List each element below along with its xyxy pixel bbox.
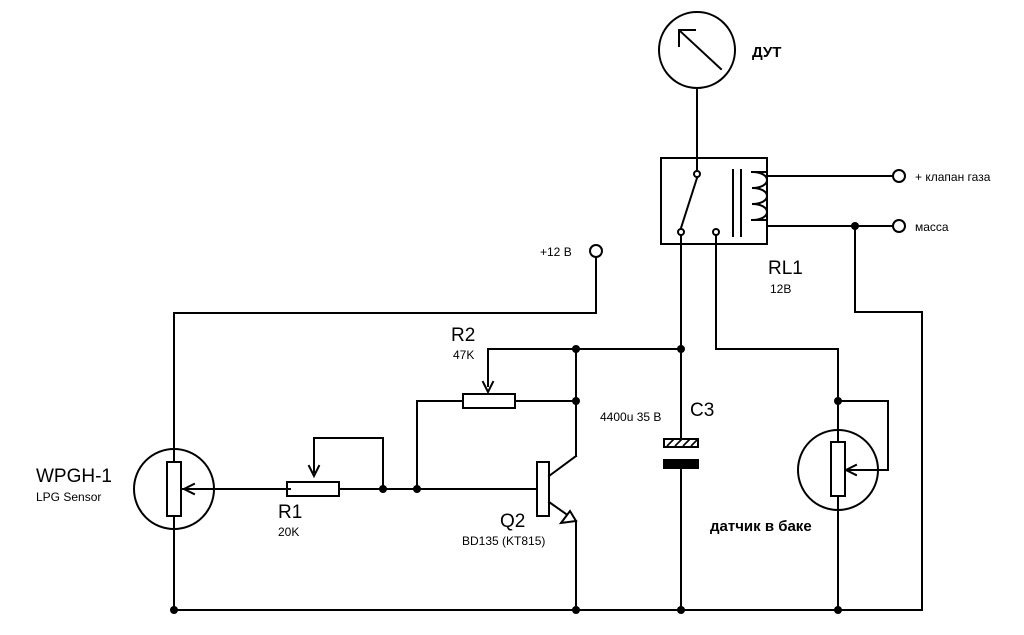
relay-rl1 — [660, 157, 768, 245]
c3-value: 4400u 35 В — [600, 410, 661, 424]
r2-ref: R2 — [451, 325, 475, 346]
junction-cap-top — [677, 345, 685, 353]
relay-ref: RL1 — [768, 258, 803, 279]
r1-value: 20K — [278, 525, 299, 539]
tank-sensor-label: датчик в баке — [710, 518, 812, 535]
transistor-q2 — [536, 348, 578, 611]
junction-gnd-3 — [677, 606, 685, 614]
r1-ref: R1 — [278, 502, 302, 523]
supply-label: +12 В — [540, 245, 572, 259]
sensor-ref: WPGH-1 — [36, 466, 112, 487]
resistor-r2 — [416, 348, 577, 490]
terminal-ground — [892, 219, 906, 233]
resistor-r1 — [286, 437, 538, 497]
c3-ref: C3 — [690, 400, 714, 421]
lpg-sensor — [133, 448, 291, 611]
ground-label: масса — [915, 220, 949, 234]
capacitor-c3 — [575, 235, 699, 611]
junction-gnd-2 — [572, 606, 580, 614]
gas-valve-label: + клапан газа — [915, 170, 991, 184]
r2-value: 47K — [453, 348, 474, 362]
junction-gnd-4 — [834, 606, 842, 614]
fuel-gauge — [658, 11, 736, 173]
junction-tank — [834, 397, 842, 405]
relay-value: 12В — [770, 282, 791, 296]
tank-sensor — [715, 235, 889, 611]
wire-ground-return — [854, 225, 923, 611]
terminal-gas-valve — [892, 169, 906, 183]
junction-gnd-1 — [170, 606, 178, 614]
wire-supply — [173, 256, 597, 463]
junction-r1 — [379, 485, 387, 493]
q2-value: BD135 (KT815) — [462, 534, 545, 548]
junction-collector — [572, 397, 580, 405]
sensor-desc: LPG Sensor — [36, 490, 101, 504]
gauge-label: ДУТ — [752, 44, 781, 61]
terminal-supply — [589, 244, 603, 258]
q2-ref: Q2 — [500, 511, 525, 532]
